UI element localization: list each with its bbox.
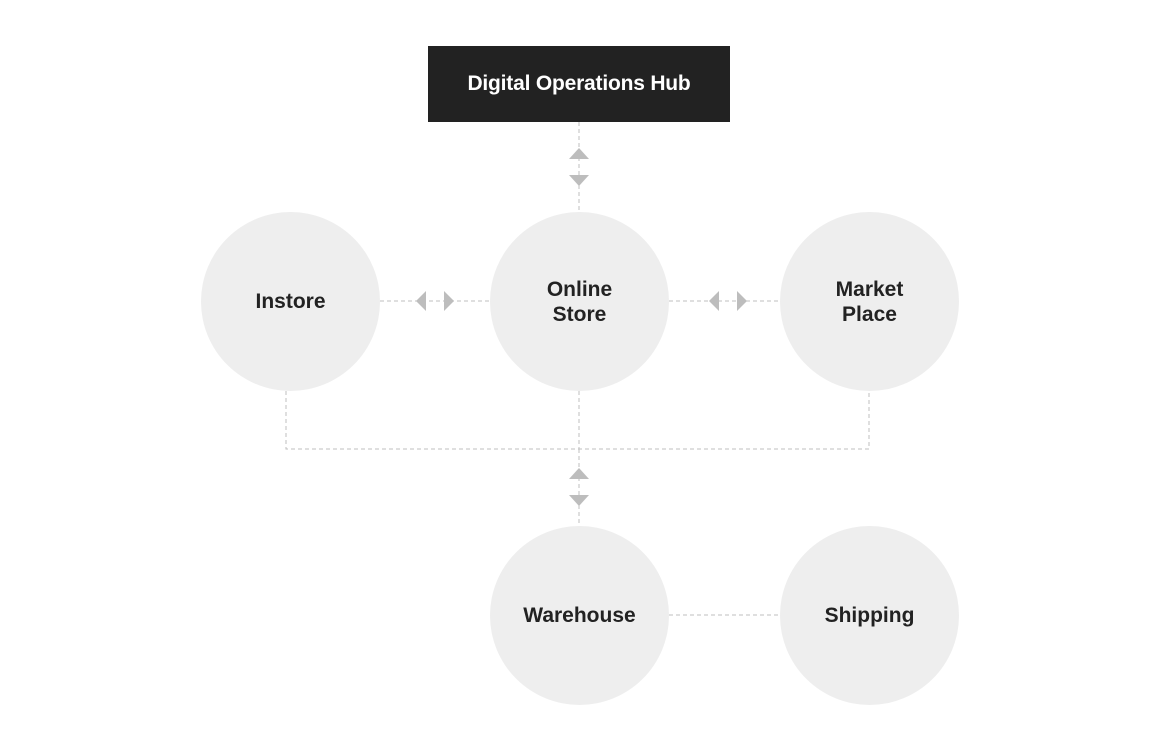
arrow-up-icon [569,148,589,159]
arrow-right-icon [737,291,747,311]
arrow-up-icon [569,468,589,479]
hub-label: Digital Operations Hub [467,72,691,95]
node-instore: Instore [201,212,380,391]
node-market-place: Market Place [780,212,959,391]
node-warehouse: Warehouse [490,526,669,705]
node-shipping: Shipping [780,526,959,705]
arrow-down-icon [569,495,589,506]
node-label: Warehouse [523,604,636,627]
node-label-line-1: Market [835,277,904,301]
node-label-line-1: Online [546,277,613,301]
node-label-line-2: Store [552,302,607,326]
node-online-store: Online Store [490,212,669,391]
node-label-line-2: Place [842,302,897,326]
arrow-left-icon [709,291,719,311]
arrow-left-icon [416,291,426,311]
arrow-down-icon [569,175,589,186]
node-label: Shipping [824,604,915,627]
node-label: Instore [255,290,326,313]
arrow-right-icon [444,291,454,311]
hub-box: Digital Operations Hub [428,46,730,122]
connector-stores-bracket [285,391,870,450]
